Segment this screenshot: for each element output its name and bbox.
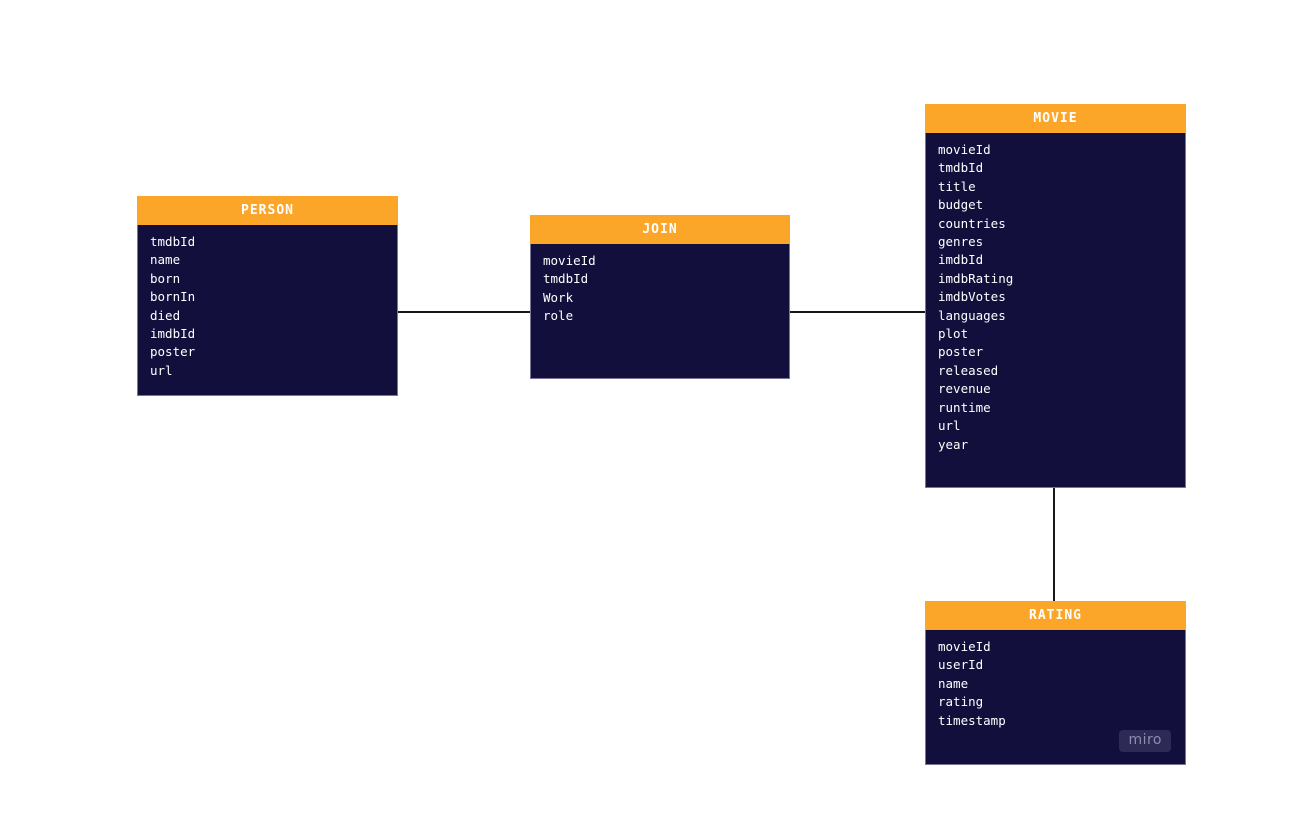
entity-person[interactable]: PERSON tmdbId name born bornIn died imdbId pos… <box>137 196 398 396</box>
field-row: userId <box>938 657 984 673</box>
entity-rating[interactable]: RATING movieId userId name rating timestamp … <box>925 601 1186 765</box>
field-row: movieId <box>938 639 991 654</box>
field-row: revenue <box>938 381 991 397</box>
field-row: imdbId <box>938 252 984 268</box>
entity-person-body: tmdbId name born bornIn died imdbId poster url <box>137 225 398 396</box>
entity-movie-body: movieId tmdbId title budget countries genres i… <box>925 133 1186 488</box>
field-row: Work <box>543 289 574 305</box>
field-row: tmdbId <box>938 160 984 176</box>
field-row: poster <box>150 344 196 360</box>
field-row: poster <box>938 344 984 360</box>
field-row: movieId <box>543 253 596 268</box>
entity-rating-body: movieId userId name rating timestamp miro <box>925 630 1186 765</box>
field-row: runtime <box>938 399 991 415</box>
field-row: countries <box>938 215 1006 231</box>
field-row: imdbVotes <box>938 289 1006 305</box>
field-row: imdbId <box>150 326 196 342</box>
field-row: title <box>938 178 976 194</box>
field-row: born <box>150 270 181 286</box>
miro-logo: miro <box>1119 730 1171 752</box>
field-row: bornIn <box>150 289 196 305</box>
field-row: genres <box>938 234 984 250</box>
field-row: budget <box>938 197 984 213</box>
field-row: year <box>938 436 969 452</box>
entity-person-title: PERSON <box>137 196 398 225</box>
field-row: languages <box>938 307 1006 323</box>
field-row: role <box>543 308 574 324</box>
field-row: plot <box>938 326 969 342</box>
entity-join-title: JOIN <box>530 215 790 244</box>
field-row: url <box>150 362 173 378</box>
field-row: released <box>938 362 999 378</box>
entity-movie[interactable]: MOVIE movieId tmdbId title budget countries g… <box>925 104 1186 488</box>
entity-rating-title: RATING <box>925 601 1186 630</box>
field-row: died <box>150 307 181 323</box>
field-row: tmdbId <box>150 234 196 249</box>
field-row: rating <box>938 694 984 710</box>
field-row: tmdbId <box>543 271 589 287</box>
field-row: url <box>938 418 961 434</box>
field-row: name <box>150 252 181 268</box>
field-row: timestamp <box>938 712 1006 728</box>
field-row: movieId <box>938 142 991 157</box>
entity-movie-title: MOVIE <box>925 104 1186 133</box>
field-row: name <box>938 675 969 691</box>
field-row: imdbRating <box>938 270 1014 286</box>
